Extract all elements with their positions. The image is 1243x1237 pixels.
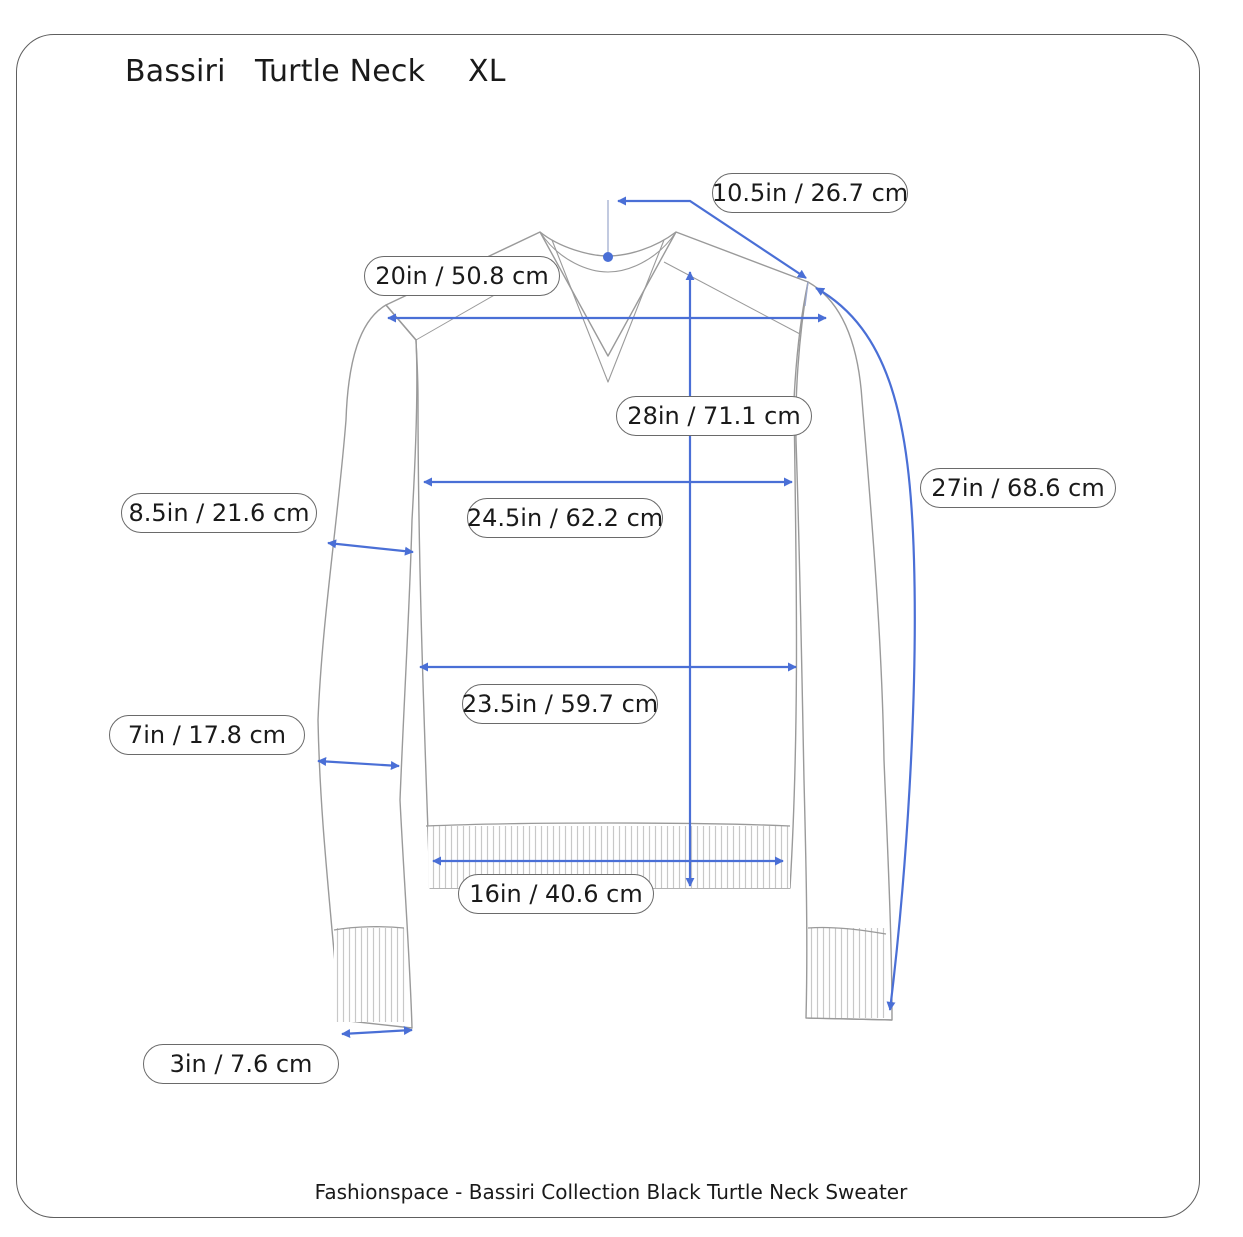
- shoulder-width-label: 20in / 50.8 cm: [364, 256, 560, 296]
- left-sleeve: [317, 304, 418, 1029]
- center-back-dot: [603, 252, 613, 262]
- shoulder-seam-right: [663, 261, 801, 335]
- forearm-label: 7in / 17.8 cm: [109, 715, 305, 755]
- upper-arm-label: 8.5in / 21.6 cm: [121, 493, 317, 533]
- v-neckline-inner: [551, 239, 665, 383]
- brand-title: Bassiri: [125, 54, 226, 89]
- body: [385, 231, 809, 889]
- style-title: Turtle Neck: [255, 54, 426, 89]
- shoulder-edge-tick: [804, 281, 809, 307]
- body-length-label: 28in / 71.1 cm: [616, 396, 812, 436]
- shoulder-slope-label: 10.5in / 26.7 cm: [712, 173, 908, 213]
- cuff-width-line: [341, 1025, 413, 1039]
- right-cuff-rib: [808, 928, 888, 1018]
- sleeve-length-line: [815, 287, 916, 1011]
- measurement-lines: [317, 196, 916, 1039]
- shoulder-slope-line: [617, 196, 807, 279]
- forearm-line: [317, 757, 400, 770]
- cuff-width-label: 3in / 7.6 cm: [143, 1044, 339, 1084]
- right-sleeve: [795, 281, 893, 1021]
- left-cuff-rib: [334, 928, 406, 1022]
- upper-arm-line: [327, 539, 414, 556]
- caption: Fashionspace - Bassiri Collection Black …: [314, 1180, 908, 1204]
- ribbing: [334, 826, 888, 1022]
- waist-width-label: 23.5in / 59.7 cm: [462, 684, 658, 724]
- hem-width-label: 16in / 40.6 cm: [458, 874, 654, 914]
- chest-width-label: 24.5in / 62.2 cm: [467, 498, 663, 538]
- size-title: XL: [468, 54, 506, 89]
- sleeve-length-label: 27in / 68.6 cm: [920, 468, 1116, 508]
